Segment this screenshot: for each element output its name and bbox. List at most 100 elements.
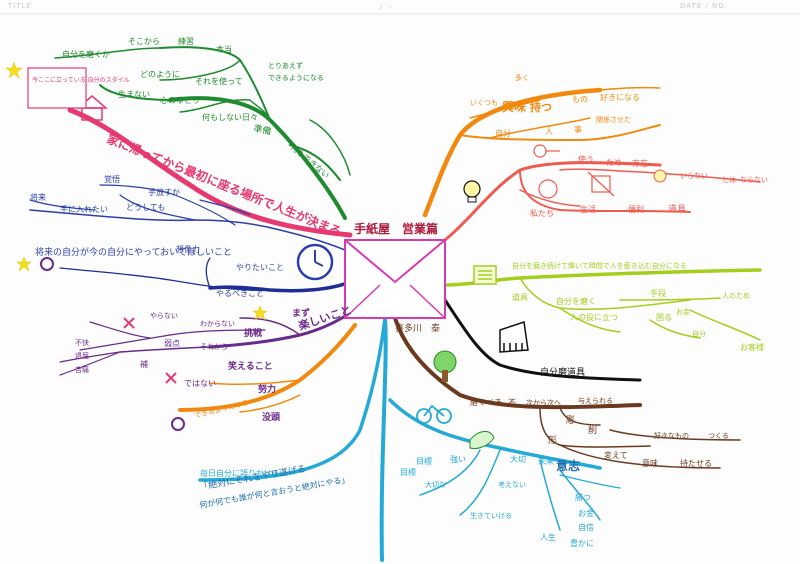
- fun-leaf-2: 弱点: [164, 339, 180, 348]
- lightbulb-icon: [653, 169, 667, 183]
- star-icon: [5, 61, 23, 79]
- fun-leaf-3: それから: [200, 343, 228, 351]
- fun-sub-0: まず: [292, 307, 310, 319]
- will-leaf-7: 大切な: [425, 480, 446, 489]
- brown-sub-0: 磨くべき: [470, 397, 502, 407]
- branch-interest-main: 興味: [502, 99, 526, 114]
- note-box: [27, 67, 87, 109]
- will-leaf-8: 目標: [400, 467, 416, 477]
- interest-sub-0: 持つ: [530, 100, 552, 114]
- interest-leaf-5: 事: [574, 124, 582, 134]
- brown-leaf-2: 彫: [566, 415, 575, 426]
- polish-sub-0: 自分を磨き続けて輝いて時間で人を惹き込む自分になる: [512, 261, 687, 270]
- will-leaf-2: 自信: [578, 522, 594, 532]
- branch-polish-main: 自分を磨く: [556, 296, 596, 306]
- interest-leaf-0: いくつも: [470, 99, 498, 107]
- tools-leaf-5: ならない: [740, 176, 768, 184]
- center-subtitle: 喜多川 泰: [395, 322, 440, 334]
- branch-will-main: 意志: [556, 458, 580, 473]
- cross-mark-icon: [165, 372, 177, 384]
- future-leaf-2: 手に入れたい: [60, 204, 108, 214]
- polish-leaf-2: お金: [676, 307, 690, 316]
- tools-leaf-3: いらない: [680, 172, 708, 180]
- bicycle-icon: [416, 404, 452, 424]
- fun-leaf-6: 退屈: [75, 351, 89, 360]
- person-icon: [538, 179, 558, 199]
- tree-icon: [433, 350, 457, 382]
- branch-home-sub-1: 準備: [252, 122, 272, 137]
- center-title: 手紙屋 営業篇: [354, 221, 438, 236]
- future-leaf-3: どうしても: [126, 203, 165, 212]
- tools-leaf-4: とは: [722, 176, 736, 184]
- lamp-crossed-icon: [587, 171, 615, 197]
- tools-leaf-1: 生活: [580, 204, 596, 214]
- header-mark: / ・: [380, 3, 395, 11]
- future-sub-1: やるべきこと: [216, 289, 264, 298]
- will-sub-2: 目標: [416, 456, 432, 466]
- branch-home-sub-2: 何もしない日々: [202, 112, 258, 122]
- interest-leaf-6: 関係させた: [596, 115, 631, 124]
- future-sub-2: 想像力: [176, 244, 200, 254]
- will-leaf-3: 人生: [540, 532, 556, 542]
- brown-sub-2: 次から次へ: [526, 398, 561, 407]
- will-leaf-0: 勝つ: [575, 492, 591, 502]
- brown-sub-1: 不: [508, 398, 516, 407]
- branch-future-main: 将来の自分が今の自分にやっておいてほしいこと: [35, 246, 232, 258]
- will-leaf-5: 生きていける: [470, 511, 512, 520]
- will-leaf-1: お金: [578, 508, 594, 518]
- branch-purple-lines: [59, 308, 357, 376]
- branch-orange-lines: [422, 86, 661, 218]
- central-envelope: [344, 239, 446, 319]
- home-leaf-8: 生まない: [118, 89, 150, 99]
- brown-leaf-4: 好きなもの: [654, 431, 689, 440]
- home-leaf-0: そこから: [128, 37, 160, 46]
- polish-leaf-0: 道具: [512, 292, 528, 302]
- piano-icon: [499, 321, 529, 353]
- tools-sub-1: ため: [606, 158, 622, 167]
- branch-salmon-lines: [443, 161, 761, 242]
- will-sub-1: 強い: [450, 454, 466, 464]
- polish-leaf-6: お客様: [740, 342, 764, 352]
- bullet-circle-icon: [40, 257, 54, 271]
- polish-sub-1: 人の役に立つ: [570, 312, 618, 322]
- fun-sub-2: 笑えること: [228, 360, 273, 372]
- branch-black-lines: [443, 298, 642, 382]
- japan-map-icon: [469, 431, 495, 449]
- book-icon: [473, 265, 497, 285]
- star-icon: [16, 256, 32, 272]
- future-leaf-4: 手放すか: [148, 187, 180, 197]
- interest-leaf-2: 好きになる: [600, 92, 640, 102]
- tools-sub-0: 使う: [578, 154, 594, 164]
- brown-leaf-0: 形: [548, 434, 557, 446]
- tools-sub-2: 存在: [632, 158, 648, 168]
- brown-leaf-6: 意味: [642, 458, 658, 468]
- home-leaf-7: できるようになる: [268, 74, 324, 82]
- polish-leaf-1: 手段: [650, 288, 666, 298]
- home-leaf-2: 本当: [216, 44, 232, 54]
- interest-sub-1: もの: [572, 95, 588, 104]
- words-main: 毎日自分に語りかける: [200, 468, 280, 478]
- clock-icon: [296, 243, 334, 281]
- home-leaf-3: 自分を磨くか: [62, 49, 110, 59]
- fun-leaf-0: やらない: [150, 312, 178, 320]
- future-sub-0: やりたいこと: [236, 263, 284, 272]
- will-leaf-6: 考えない: [498, 481, 526, 489]
- branch-brown-lines: [393, 316, 741, 469]
- fun-leaf-7: 苦痛: [75, 365, 89, 374]
- bullet-circle-icon: [171, 417, 185, 431]
- home-leaf-1: 練習: [178, 36, 194, 46]
- fun-sub-3: 努力: [258, 383, 276, 395]
- branch-navy-lines: [59, 257, 352, 293]
- branch-home-main: 家に帰ってから最初に座る場所で人生が決まる: [105, 131, 344, 239]
- fun-leaf-4: 補: [140, 359, 148, 369]
- branch-home-sub-3: 何もできない: [289, 142, 332, 180]
- brown-leaf-7: 持たせる: [680, 458, 712, 468]
- fun-leaf-5: 不快: [75, 338, 89, 347]
- tools-leaf-0: 私たち: [530, 209, 554, 218]
- fun-sub-1: 挑戦: [244, 327, 263, 339]
- will-leaf-4: 豊かに: [570, 538, 594, 548]
- brown-leaf-3: 変えて: [604, 450, 628, 460]
- home-leaf-5: それを使って: [195, 76, 243, 86]
- home-leaf-9: 心のゆとり: [160, 96, 200, 105]
